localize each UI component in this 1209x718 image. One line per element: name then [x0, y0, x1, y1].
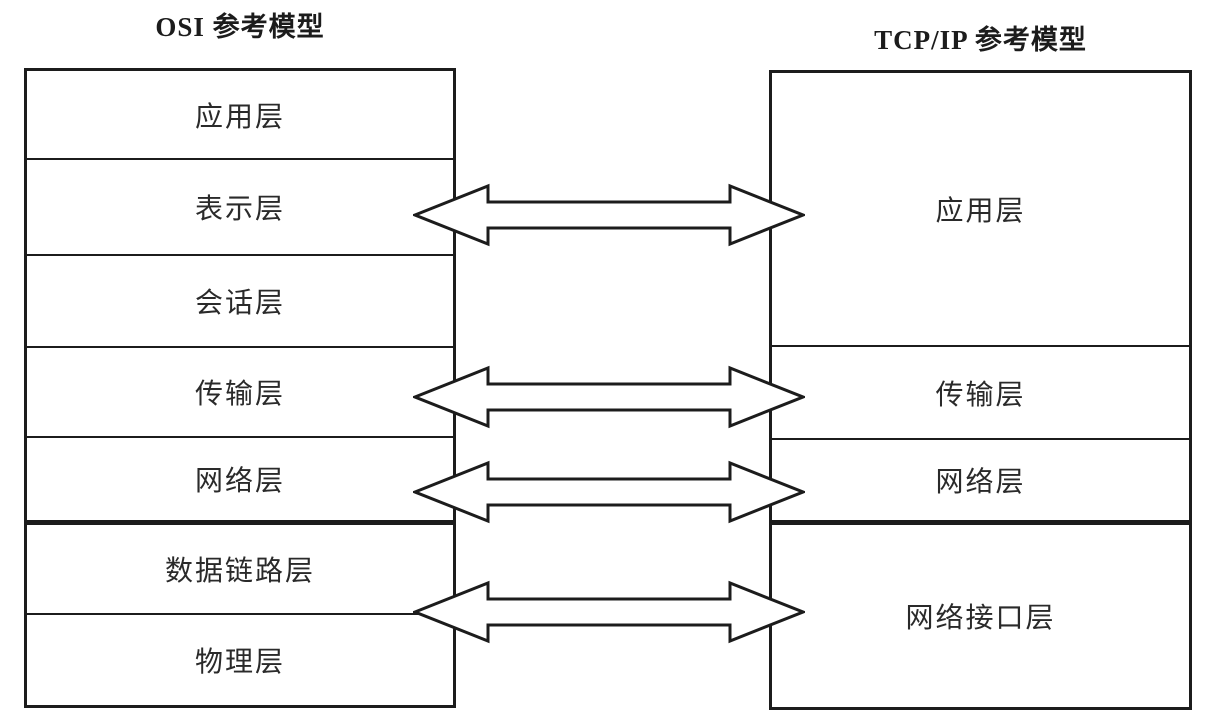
- osi-layer-presentation: 表示层: [27, 160, 453, 256]
- osi-layer-application: 应用层: [27, 71, 453, 160]
- transport-mapping-arrow-icon: [413, 365, 805, 429]
- tcpip-layer-network-interface: 网络接口层: [905, 603, 1056, 634]
- tcpip-model-box: 应用层 传输层 网络层 网络接口层: [769, 70, 1192, 710]
- osi-layer-physical: 物理层: [194, 647, 285, 678]
- osi-layer-session: 会话层: [27, 256, 453, 348]
- tcpip-layer-network: 网络层: [772, 440, 1189, 525]
- network-mapping-arrow-icon: [413, 460, 805, 524]
- tcpip-layer-transport: 传输层: [772, 347, 1189, 440]
- osi-layer-transport: 传输层: [27, 348, 453, 438]
- osi-layer-datalink: 数据链路层: [27, 525, 453, 615]
- application-mapping-arrow-icon: [413, 183, 805, 247]
- osi-model-box: 应用层 表示层 会话层 传输层 网络层 数据链路层 物理层: [24, 68, 456, 708]
- network-interface-mapping-arrow-icon: [413, 580, 805, 644]
- tcpip-model-title: TCP/IP 参考模型: [874, 25, 1087, 55]
- osi-model-title: OSI 参考模型: [155, 12, 325, 42]
- tcpip-layer-application: 应用层: [772, 73, 1189, 347]
- osi-layer-network: 网络层: [27, 438, 453, 525]
